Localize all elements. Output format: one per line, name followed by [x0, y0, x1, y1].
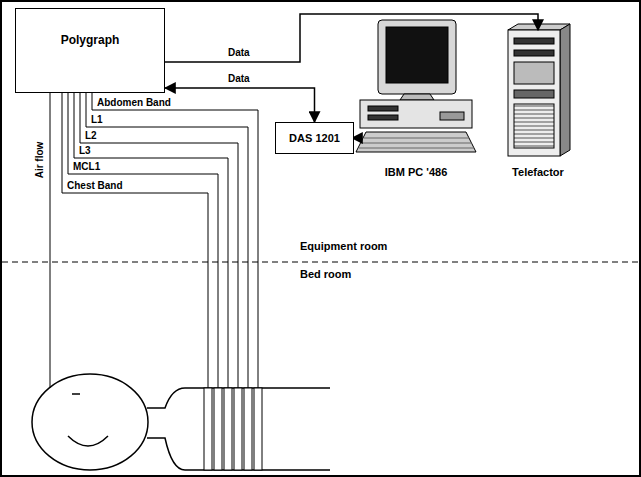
patient — [32, 374, 330, 470]
data-connector — [165, 14, 538, 62]
body-bands — [204, 388, 262, 470]
tower-front — [508, 30, 560, 156]
key-row — [364, 138, 469, 139]
abdomen-band — [254, 388, 262, 470]
mcl1-wire — [68, 93, 218, 388]
electrode-band — [214, 388, 222, 470]
system-unit — [360, 100, 472, 128]
tower-grille — [514, 104, 554, 148]
computer-node: IBM PC '486 — [352, 18, 480, 178]
signal-name: Air flow — [34, 142, 46, 179]
monitor-stand — [400, 94, 434, 100]
signal-name: Chest Band — [67, 180, 123, 192]
panel — [440, 112, 464, 120]
electrode-band — [224, 388, 232, 470]
patient-mouth — [68, 436, 108, 446]
edge-label: Data — [226, 47, 252, 58]
keyboard — [356, 132, 476, 152]
room-label: Bed room — [300, 268, 351, 281]
signal-name: L2 — [85, 130, 97, 142]
telefactor-node: Telefactor — [488, 26, 588, 178]
tower-side — [560, 24, 570, 156]
abdomen-wire — [92, 93, 258, 388]
key-row — [361, 143, 472, 144]
drive-slot — [368, 106, 398, 111]
tower-slot — [514, 90, 554, 98]
l2-wire — [80, 93, 238, 388]
node-text: Telefactor — [512, 166, 564, 178]
monitor-screen — [386, 27, 448, 83]
key-row — [359, 148, 474, 149]
edge-label: Data — [226, 73, 252, 84]
chest-wire — [62, 93, 208, 388]
tower-panel — [514, 62, 554, 84]
node-text: IBM PC '486 — [385, 166, 448, 178]
signal-name: L1 — [91, 114, 103, 126]
l3-wire — [74, 93, 228, 388]
chest-band — [204, 388, 212, 470]
tower-slot — [514, 38, 554, 44]
node-text: Polygraph — [61, 33, 120, 47]
electrode-band — [244, 388, 252, 470]
sensor-wires — [50, 93, 258, 388]
pc-illustration — [356, 20, 476, 152]
monitor-case — [378, 20, 456, 94]
drive-slot — [368, 115, 398, 120]
room-label: Equipment room — [300, 240, 387, 253]
daq-box: DAS 1201 — [275, 122, 354, 154]
signal-name: L3 — [79, 145, 91, 157]
electrode-band — [234, 388, 242, 470]
polygraph-box: Polygraph — [15, 8, 165, 93]
node-text: DAS 1201 — [289, 132, 340, 144]
signal-name: MCL1 — [73, 161, 100, 173]
airflow-wire — [50, 93, 51, 388]
signal-name: Abdomen Band — [97, 97, 171, 109]
telefactor-illustration — [508, 24, 570, 156]
tower-slot — [514, 50, 554, 56]
room-divider — [2, 262, 639, 263]
l1-wire — [86, 93, 248, 388]
patient-head — [32, 374, 148, 470]
patient-nose — [72, 393, 80, 395]
data-connector — [165, 88, 315, 122]
